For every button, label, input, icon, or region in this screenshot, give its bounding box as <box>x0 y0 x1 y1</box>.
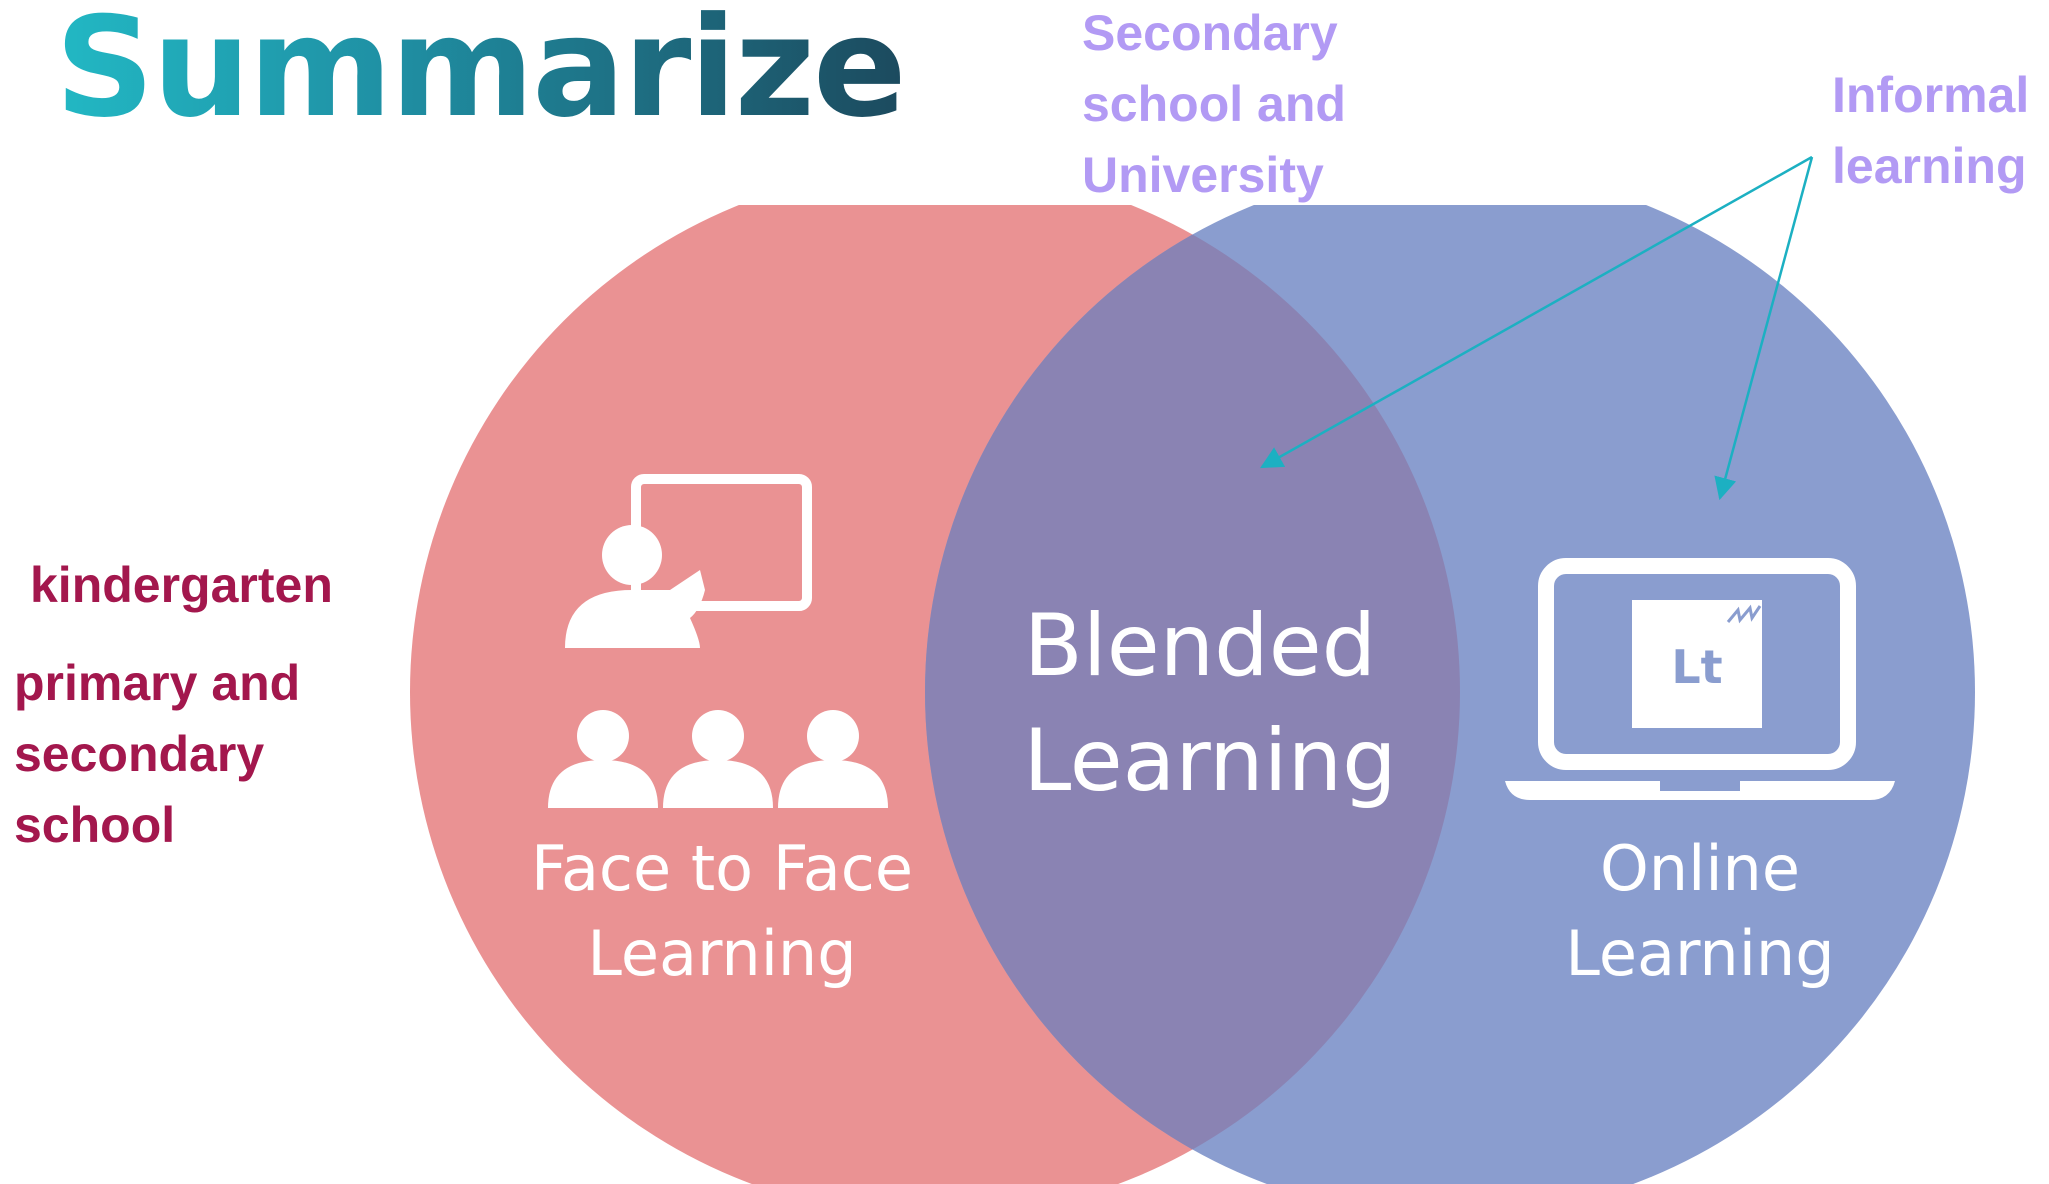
blended-label-line2: Learning <box>1023 711 1396 811</box>
face-to-face-label-line1: Face to Face <box>531 832 913 905</box>
page-title: Summarize <box>55 0 907 155</box>
online-label-line1: Online <box>1600 832 1800 905</box>
face-to-face-label-line2: Learning <box>587 917 856 990</box>
arrow-to-online <box>1714 156 1814 501</box>
secondary-university-label: Secondary school and University <box>1082 5 1346 203</box>
arrow-to-blended <box>1260 155 1813 469</box>
online-label-line2: Learning <box>1565 917 1834 990</box>
kindergarten-label: kindergarten <box>30 557 333 613</box>
laptop-icon: Lt <box>1505 558 1895 800</box>
informal-learning-label: Informal learning <box>1832 67 2030 194</box>
blended-overlap <box>925 205 1460 1184</box>
teacher-classroom-icon <box>548 474 888 808</box>
blended-label-line1: Blended <box>1024 596 1376 696</box>
primary-secondary-label: primary and secondary school <box>14 655 301 853</box>
laptop-logo-text: Lt <box>1671 640 1722 694</box>
